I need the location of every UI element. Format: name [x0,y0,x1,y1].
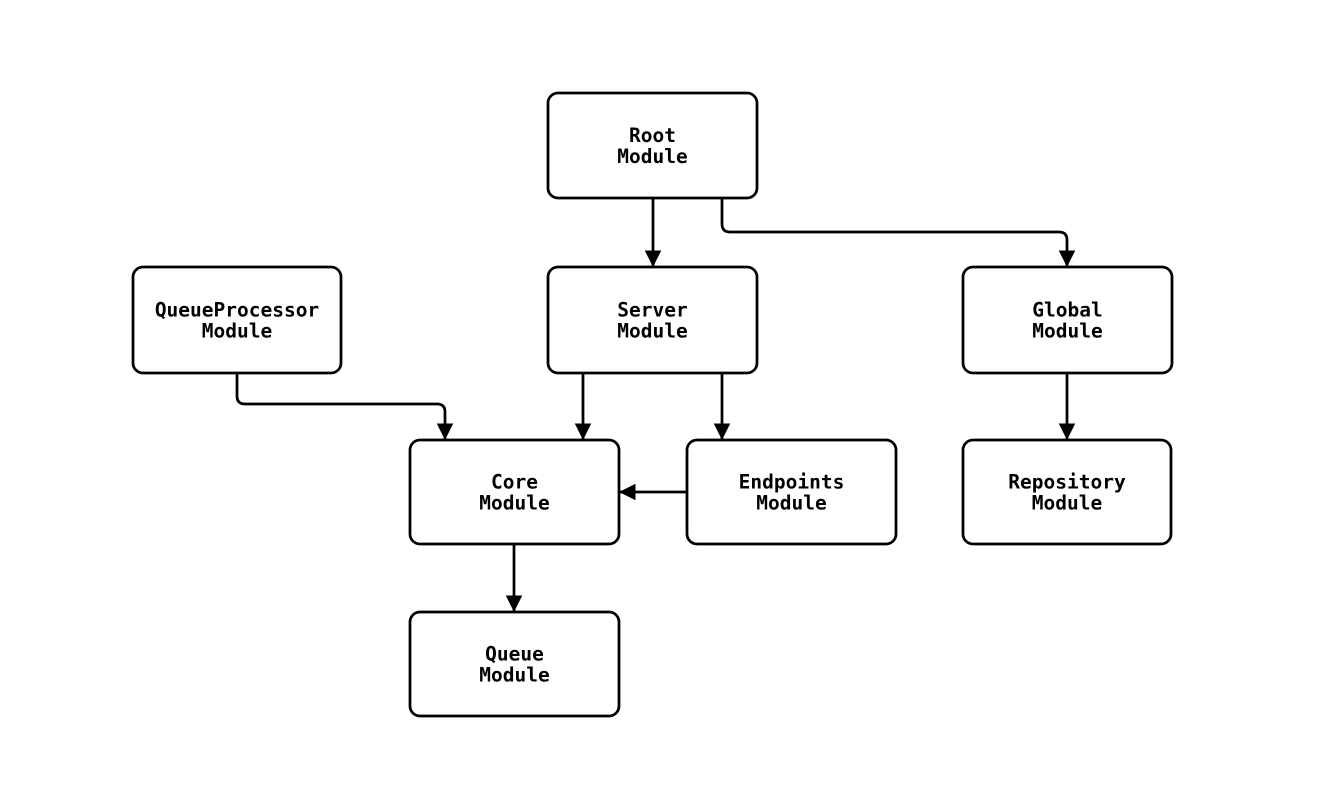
node-server-module-label-line: Module [617,320,687,343]
node-server-module-box [546,265,759,375]
node-queue-module-box [408,610,621,718]
edges-layer [235,198,1076,612]
edge-root-module-to-global-module [720,198,1076,267]
node-global-module-label-line: Global [1032,299,1102,322]
node-global-module-box [961,265,1174,375]
node-core-module-label-line: Module [479,492,549,515]
node-root-module-label-line: Module [617,145,687,168]
node-core-module-label-line: Core [491,471,538,494]
node-endpoints-module-box [685,438,898,546]
node-queue-module-label-line: Queue [485,643,544,666]
node-queueprocessor-module-label-line: QueueProcessor [155,299,319,322]
node-queueprocessor-module-box [131,265,343,375]
node-endpoints-module-label-line: Module [756,492,826,515]
node-queue-module-label-line: Module [479,664,549,687]
node-core-module-box [408,438,621,546]
node-repository-module-box [961,438,1173,546]
edge-queueprocessor-module-to-core-module [235,373,454,440]
node-root-module-label-line: Root [629,124,676,147]
node-repository-module-label-line: Repository [1008,471,1126,494]
node-server-module-label-line: Server [617,299,687,322]
node-queueprocessor-module-label-line: Module [202,320,272,343]
node-repository-module-label-line: Module [1032,492,1102,515]
node-global-module-label-line: Module [1032,320,1102,343]
node-endpoints-module-label-line: Endpoints [739,471,845,494]
node-root-module-box [546,91,759,200]
